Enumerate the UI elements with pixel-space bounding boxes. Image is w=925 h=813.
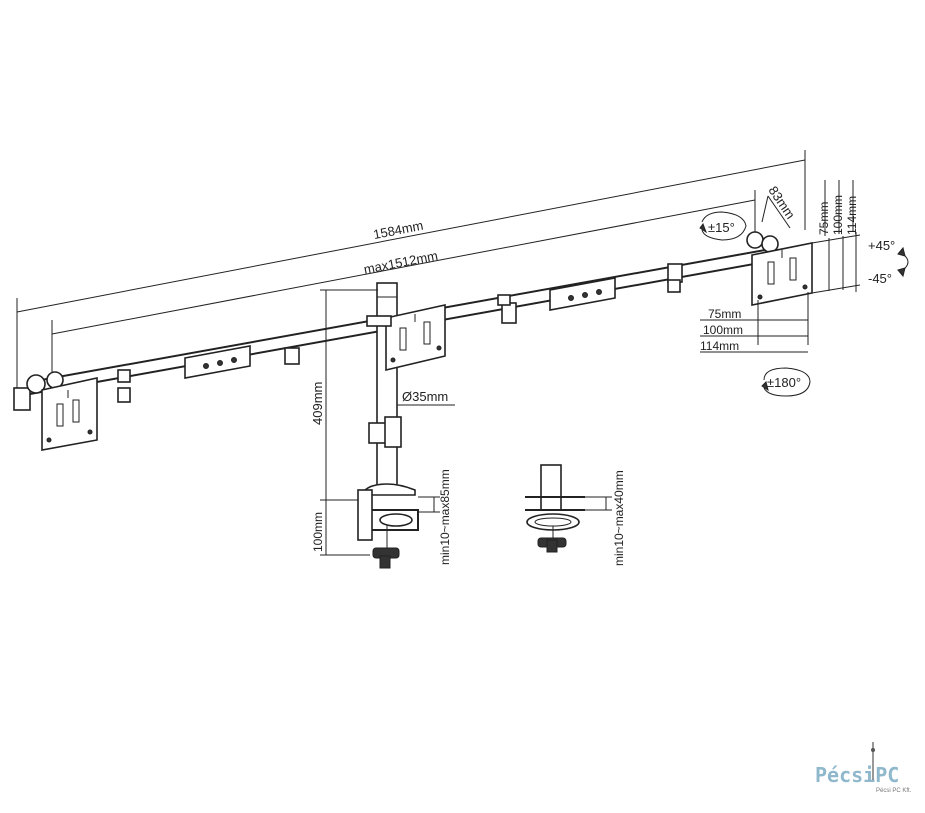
vesa-v-114-label: 114mm <box>845 196 859 235</box>
brand-tagline: Pécsi PC Kft. <box>876 788 912 794</box>
vesa-horizontal-dimensions: 75mm 100mm 114mm <box>700 292 809 353</box>
desk-clamp <box>357 483 419 569</box>
pole-height-label: 409mm <box>310 382 325 425</box>
brand-watermark: PécsiPC Pécsi PC Kft. <box>815 742 912 794</box>
tilt-indicator: ±15° <box>699 211 747 241</box>
swivel-down-label: -45° <box>868 271 892 286</box>
arm-span-label: max1512mm <box>362 248 439 277</box>
clamp-range-dimension: min10~max85mm <box>418 469 452 565</box>
pole-diameter-label: Ø35mm <box>402 389 448 404</box>
slider-right <box>549 277 616 311</box>
slider-left <box>184 345 251 379</box>
grommet-range-dimension: min10~max40mm <box>585 470 626 566</box>
pole-diameter-dimension: Ø35mm <box>397 389 455 406</box>
center-pole <box>366 282 446 491</box>
grommet-range-label: min10~max40mm <box>612 470 626 566</box>
rotate-indicator: ±180° <box>761 367 811 397</box>
arm-depth-dimension: 83mm <box>761 183 798 229</box>
vesa-v-75-label: 75mm <box>817 202 831 235</box>
tilt-label: ±15° <box>708 220 735 235</box>
grommet-mount <box>525 464 585 553</box>
vesa-v-100-label: 100mm <box>831 195 845 235</box>
vesa-h-100-label: 100mm <box>703 323 743 337</box>
brand-logo-text: PécsiPC <box>815 763 899 787</box>
swivel-indicator: +45° -45° <box>868 238 909 286</box>
clamp-height-dimension: 100mm <box>311 500 370 556</box>
vesa-plate-left <box>13 371 98 451</box>
vesa-plate-right <box>746 231 813 306</box>
rotate-label: ±180° <box>767 375 801 390</box>
clamp-height-label: 100mm <box>311 512 325 552</box>
vesa-vertical-dimensions: 75mm 100mm 114mm <box>811 180 861 294</box>
vesa-h-114-label: 114mm <box>700 339 739 353</box>
pole-height-dimension: 409mm <box>310 289 378 501</box>
vesa-h-75-label: 75mm <box>708 307 741 321</box>
swivel-up-label: +45° <box>868 238 895 253</box>
clamp-range-label: min10~max85mm <box>438 469 452 565</box>
